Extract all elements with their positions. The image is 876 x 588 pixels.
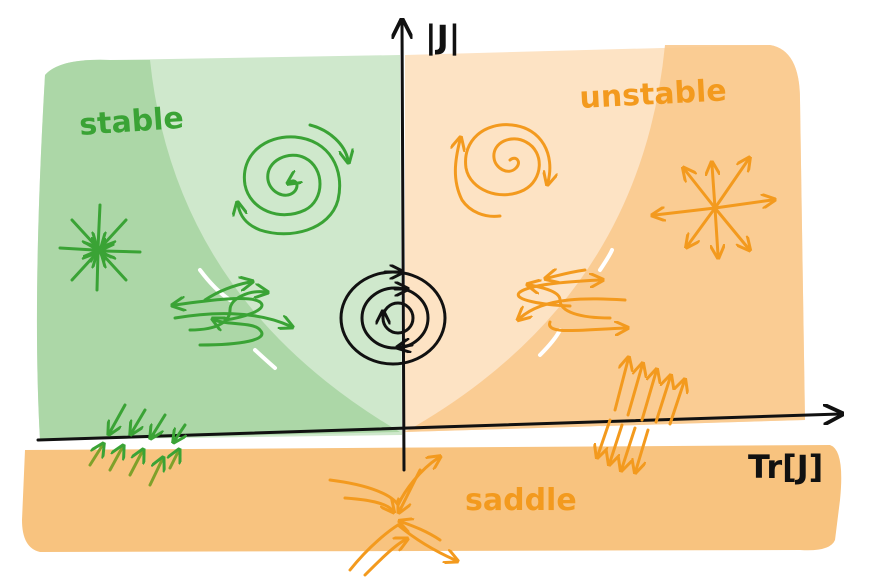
stable-degenerate-node-icon (175, 282, 290, 347)
parabola-boundary (198, 248, 614, 432)
stable-node-icon (88, 403, 185, 487)
unstable-degenerate-node-icon (518, 270, 625, 331)
unstable-spiral-icon (455, 123, 549, 218)
y-axis-label: |J| (425, 18, 460, 57)
unstable-outer-region-fill (405, 45, 805, 432)
x-axis-label: Tr[J] (748, 448, 823, 486)
unstable-label: unstable (579, 73, 728, 116)
stable-spiral-icon (238, 123, 348, 236)
saddle-label: saddle (465, 483, 577, 518)
saddle-icon (328, 458, 455, 577)
unstable-node-icon (598, 360, 684, 470)
region-stable (36, 55, 402, 440)
stable-label: stable (78, 101, 185, 143)
stable-star-icon (58, 203, 142, 292)
unstable-star-icon (655, 160, 772, 255)
stable-outer-region-fill (36, 59, 400, 440)
y-axis (402, 22, 404, 472)
center-icon (339, 272, 447, 366)
